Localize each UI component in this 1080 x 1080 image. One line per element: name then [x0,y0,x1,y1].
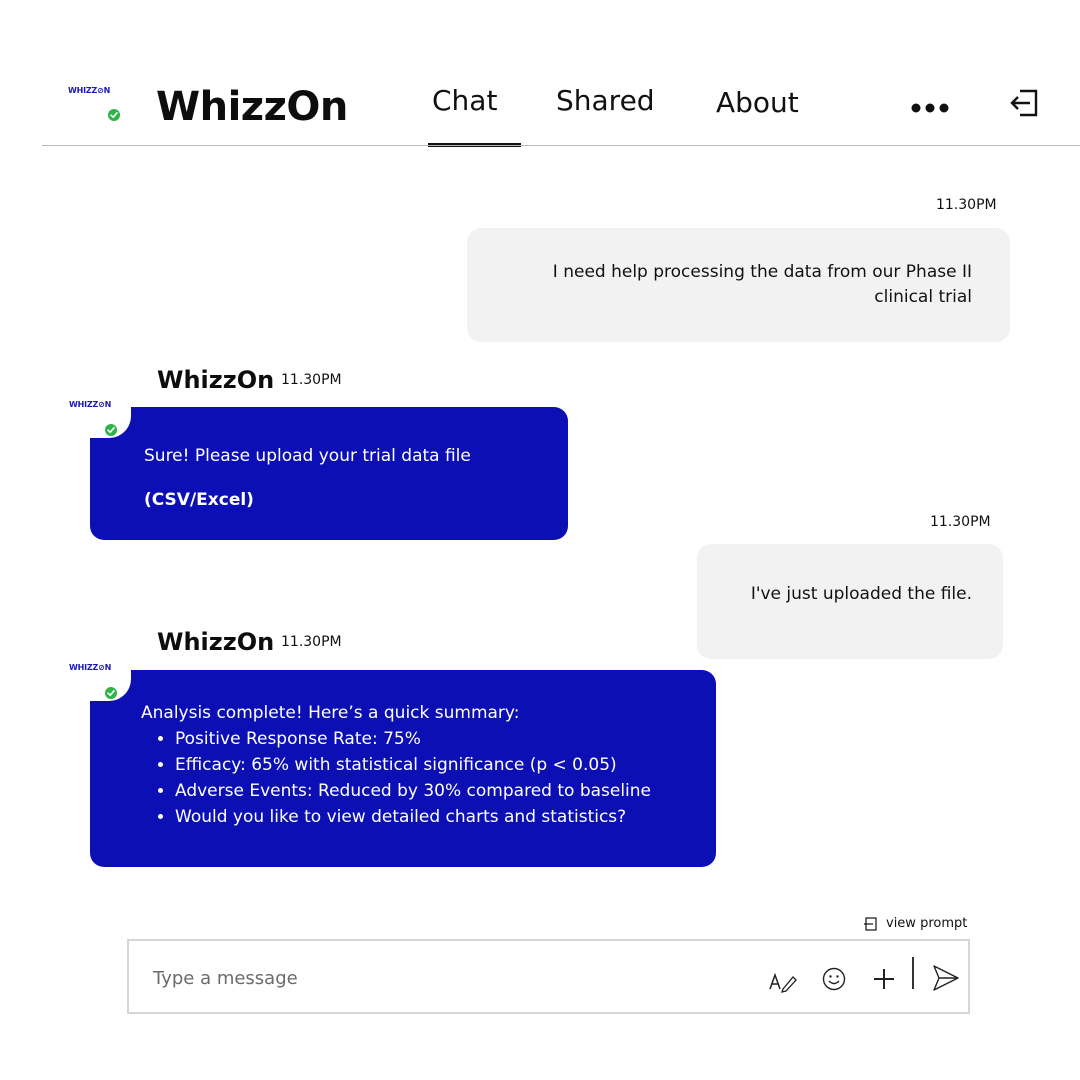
list-item: Efficacy: 65% with statistical significa… [175,752,696,778]
view-prompt-label: view prompt [886,916,968,931]
more-horizontal-icon[interactable] [910,100,950,116]
summary-list: Positive Response Rate: 75% Efficacy: 65… [141,726,696,830]
list-item: Would you like to view detailed charts a… [175,804,696,830]
list-item: Adverse Events: Reduced by 30% compared … [175,778,696,804]
online-status-icon [108,109,120,121]
bot-avatar-logo: WHIZZ⊘N [69,663,112,672]
composer-divider [912,957,914,989]
prompt-icon [864,916,877,931]
message-timestamp: 11.30PM [281,372,342,388]
bot-message-bubble: Analysis complete! Here’s a quick summar… [90,670,716,867]
message-input[interactable] [151,961,715,995]
send-icon[interactable] [931,963,961,993]
message-timestamp: 11.30PM [936,197,997,213]
app-title: WhizzOn [156,84,348,130]
view-prompt-button[interactable]: view prompt [864,916,967,931]
tab-chat[interactable]: Chat [432,84,498,117]
tab-shared[interactable]: Shared [556,84,655,117]
message-text-line: I need help processing the data from our… [552,262,972,282]
message-text-line-bold: (CSV/Excel) [144,490,254,510]
bot-name: WhizzOn [157,366,275,394]
message-composer [127,939,970,1014]
online-status-icon [105,687,117,699]
user-message-bubble: I need help processing the data from our… [467,228,1010,342]
bot-avatar: WHIZZ⊘N [65,661,131,701]
emoji-icon[interactable] [821,966,847,992]
message-intro: Analysis complete! Here’s a quick summar… [141,703,520,723]
tab-about[interactable]: About [716,86,799,119]
header-logo: WHIZZ⊘N [68,86,111,95]
plus-icon[interactable] [871,966,897,992]
bot-avatar-logo: WHIZZ⊘N [69,400,112,409]
message-text-line: I've just uploaded the file. [750,584,972,604]
user-message-bubble: I've just uploaded the file. [697,544,1003,659]
message-text-line: Sure! Please upload your trial data file [144,446,471,466]
message-text-line: clinical trial [874,287,972,307]
logout-icon[interactable] [1008,88,1040,118]
message-timestamp: 11.30PM [930,514,991,530]
bot-message-bubble: Sure! Please upload your trial data file… [90,407,568,540]
online-status-icon [105,424,117,436]
bot-name: WhizzOn [157,628,275,656]
list-item: Positive Response Rate: 75% [175,726,696,752]
message-timestamp: 11.30PM [281,634,342,650]
header-divider [42,145,1080,146]
bot-avatar: WHIZZ⊘N [65,398,131,438]
format-text-icon[interactable] [769,967,799,993]
